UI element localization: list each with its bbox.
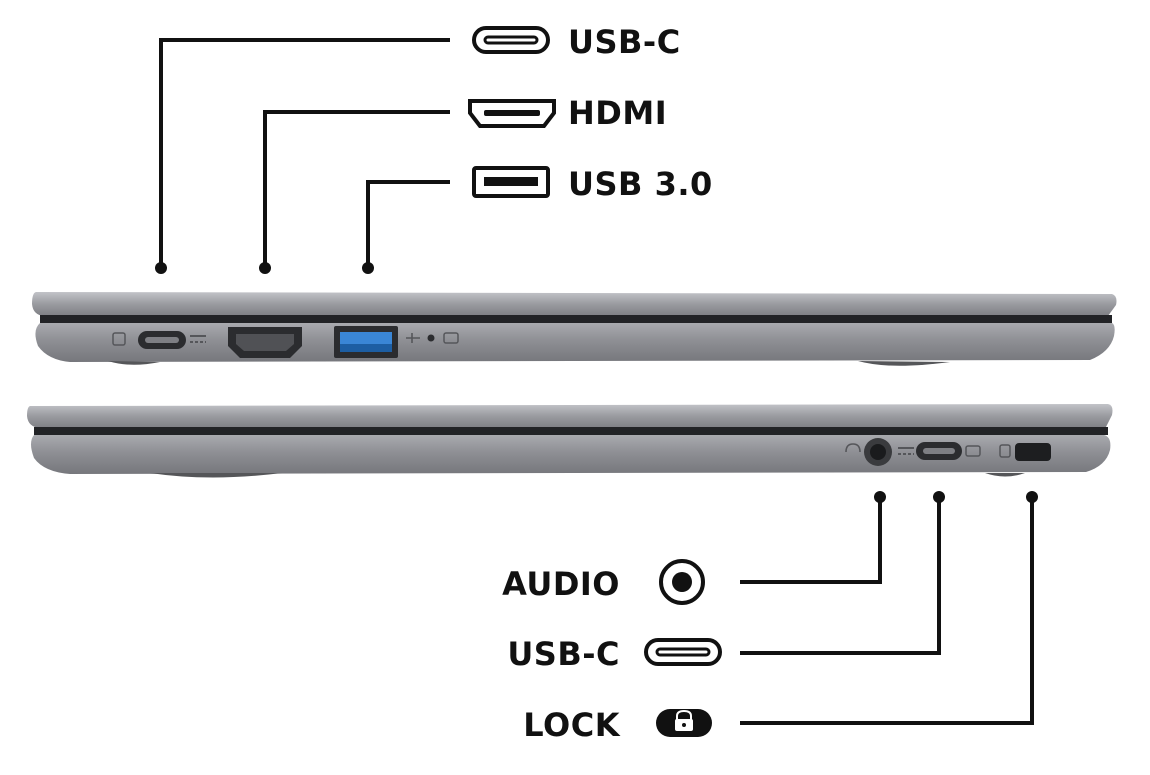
label-usb-3: USB 3.0 xyxy=(568,165,713,203)
label-usb-c-top: USB-C xyxy=(568,23,681,61)
callout-usb-c-bottom: USB-C xyxy=(507,491,945,673)
label-hdmi: HDMI xyxy=(568,94,667,132)
laptop-base xyxy=(35,323,1115,362)
usb-a-port-icon xyxy=(472,166,550,198)
laptop-foot xyxy=(108,361,160,365)
lock-icon xyxy=(656,709,712,737)
usb-c-port-right xyxy=(916,442,981,460)
usb-c-port-icon xyxy=(644,638,722,666)
laptop-foot xyxy=(985,473,1025,477)
callout-usb-3: USB 3.0 xyxy=(362,165,713,274)
laptop-right-side xyxy=(27,404,1113,478)
laptop-base xyxy=(31,435,1111,474)
callout-hdmi: HDMI xyxy=(259,94,667,274)
laptop-lid xyxy=(32,292,1117,316)
callout-lock: LOCK xyxy=(523,491,1038,744)
laptop-foot xyxy=(150,473,282,478)
audio-jack-port xyxy=(845,438,914,466)
laptop-seam xyxy=(34,427,1108,435)
usb-c-port-icon xyxy=(472,26,550,54)
usb-c-port-left xyxy=(112,331,206,349)
laptop-lid xyxy=(27,404,1113,428)
hdmi-port-icon xyxy=(468,99,556,128)
label-lock: LOCK xyxy=(523,706,620,744)
callout-usb-c-top: USB-C xyxy=(155,23,681,274)
laptop-left-side xyxy=(32,292,1117,366)
laptop-foot xyxy=(858,361,950,366)
lock-slot xyxy=(999,443,1051,461)
hdmi-port xyxy=(228,327,302,358)
laptop-seam xyxy=(40,315,1112,323)
label-audio: AUDIO xyxy=(502,565,620,603)
label-usb-c-bottom: USB-C xyxy=(507,635,620,673)
audio-jack-icon xyxy=(659,559,705,605)
usb-a-port xyxy=(334,326,459,358)
callout-audio: AUDIO xyxy=(502,491,886,605)
